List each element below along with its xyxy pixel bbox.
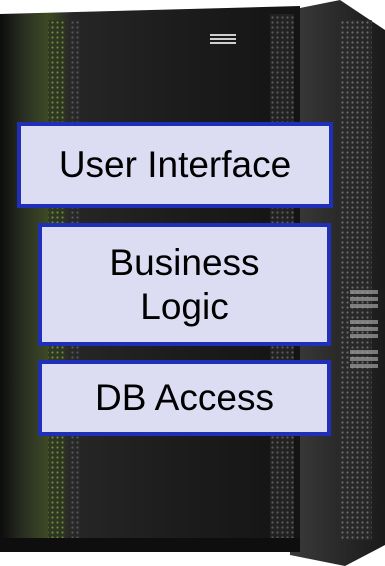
layer-label-line: Logic: [140, 285, 229, 327]
layer-db-access: DB Access: [38, 360, 331, 436]
layer-label: User Interface: [58, 144, 292, 185]
cabinet-base: [0, 538, 300, 552]
side-perforated-strip: [340, 20, 372, 540]
layer-business-logic: Business Logic: [38, 223, 331, 346]
layer-user-interface: User Interface: [17, 122, 333, 208]
layer-label-line: Business: [109, 241, 260, 283]
large-ibm-logo: [350, 290, 378, 368]
small-ibm-logo: [210, 34, 236, 44]
layer-label: DB Access: [95, 377, 274, 418]
